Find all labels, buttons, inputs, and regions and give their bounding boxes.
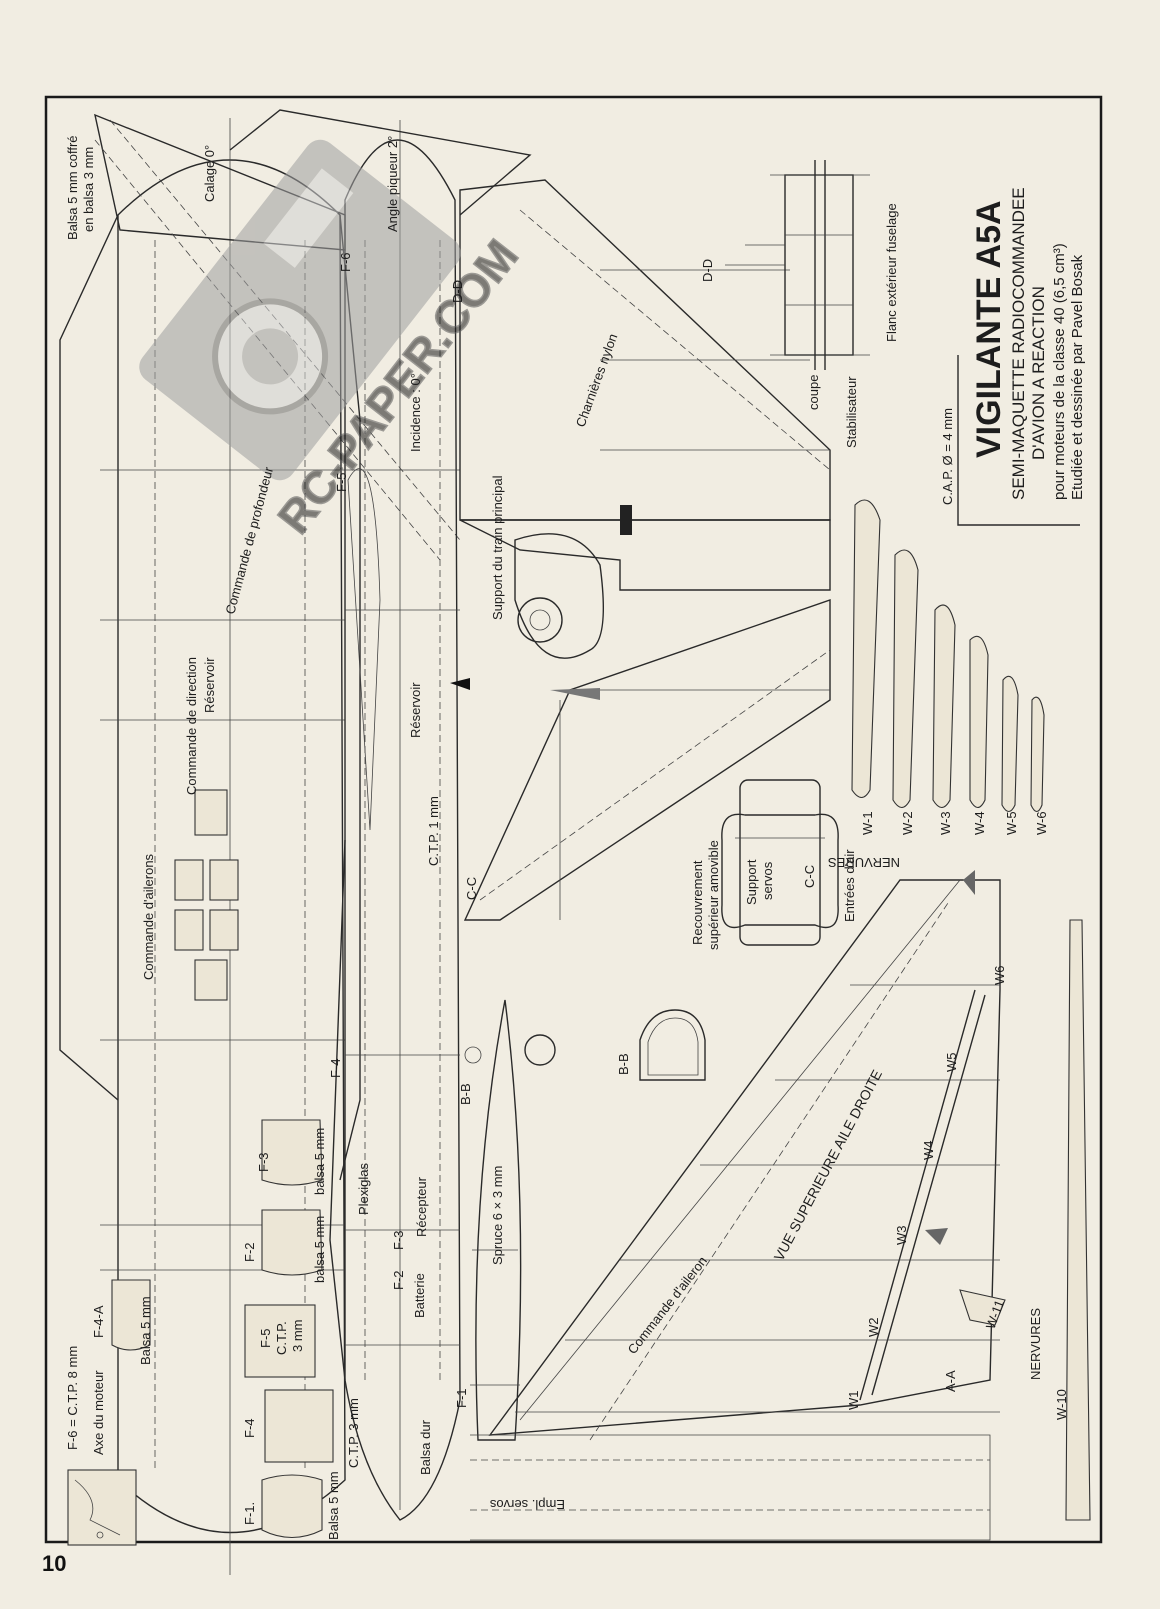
label-nervures-top: NERVURES: [828, 855, 900, 870]
label-f6-side: F-6: [338, 253, 353, 273]
wing-station-w2: W2: [866, 1318, 881, 1338]
formers-group: [67, 1119, 334, 1546]
right-wing-plan: [470, 870, 1001, 1541]
label-incidence: Incidence : 0°: [408, 373, 423, 452]
title-line-3: pour moteurs de la classe 40 (6,5 cm³): [1051, 243, 1068, 500]
label-f3-side: F-3: [391, 1231, 406, 1251]
label-reservoir-top: Réservoir: [202, 657, 217, 713]
title-line-2: D'AVION A REACTION: [1029, 286, 1048, 460]
label-recouvrement-2: supérieur amovible: [706, 840, 721, 950]
label-charnieres: Charnières nylon: [573, 332, 621, 429]
label-support-servos-2: servos: [760, 861, 775, 900]
title: VIGILANTE A5A: [970, 200, 1008, 458]
label-plexiglas: Plexiglas: [356, 1162, 371, 1215]
label-ctp3: C.T.P. 3 mm: [346, 1398, 361, 1468]
label-f1-side: F-1: [454, 1389, 469, 1409]
label-f3-former: F-3: [256, 1153, 271, 1173]
rib-label-w3: W-3: [938, 811, 953, 835]
label-balsa-dur: Balsa dur: [418, 1419, 433, 1475]
fuselage-side-view: [229, 109, 532, 1521]
label-axe-moteur: Axe du moteur: [91, 1370, 106, 1455]
rib-label-w10: W-10: [1054, 1389, 1069, 1420]
label-recouvrement: Recouvrement: [690, 860, 705, 945]
rib-label-w2: W-2: [900, 811, 915, 835]
page-number: 10: [42, 1551, 67, 1576]
title-line-4: Etudiée et dessinée par Pavel Bosak: [1069, 254, 1086, 500]
label-f4-former: F-4: [242, 1419, 257, 1439]
label-balsa5-b: balsa 5 mm: [312, 1128, 327, 1195]
label-f4a: F-4-A: [91, 1305, 106, 1338]
label-coupe: coupe: [806, 375, 821, 410]
rib-label-w4: W-4: [972, 811, 987, 835]
label-flanc: Flanc extérieur fuselage: [884, 203, 899, 342]
wing-root-plan: [463, 599, 831, 921]
label-f2-former: F-2: [242, 1243, 257, 1263]
watermark-logo: RC-PAPER.COM: [139, 139, 529, 544]
label-f5-former: F-5: [258, 1329, 273, 1349]
section-bb: [464, 999, 706, 1441]
label-f1-former: F-1.: [242, 1502, 257, 1525]
cap-note: C.A.P. Ø = 4 mm: [940, 408, 955, 505]
label-balsa5-d: Balsa 5 mm: [326, 1471, 341, 1540]
section-dd: [725, 160, 870, 370]
wing-station-w6: W6: [992, 966, 1007, 986]
label-bb-side: B-B: [458, 1083, 473, 1105]
label-f5-side: F-5: [334, 473, 349, 493]
label-commande-ailerons: Commande d'ailerons: [141, 853, 156, 980]
label-f6-ctp: F-6 = C.T.P. 8 mm: [65, 1346, 80, 1450]
ribs-group: [851, 499, 1045, 813]
wing-station-w5: W5: [944, 1053, 959, 1073]
rib-label-w5: W-5: [1004, 811, 1019, 835]
plan-border: [44, 95, 1103, 1544]
title-line-1: SEMI-MAQUETTE RADIOCOMMANDEE: [1009, 187, 1028, 500]
label-nervures-bottom: NERVURES: [1028, 1308, 1043, 1380]
wing-station-w3: W3: [894, 1226, 909, 1246]
label-entrees-air: Entrées d'air: [842, 849, 857, 922]
wing-station-w1: W1: [846, 1391, 861, 1411]
label-balsa5-c: balsa 5 mm: [312, 1216, 327, 1283]
label-angle-piqueur: Angle piqueur 2°: [385, 136, 400, 232]
label-commande-direction: Commande de direction: [184, 657, 199, 795]
wing-station-w4: W4: [921, 1141, 936, 1161]
label-cc-section: C-C: [802, 865, 817, 888]
stabilizer-plan: [459, 179, 831, 659]
title-block: VIGILANTE A5A SEMI-MAQUETTE RADIOCOMMAND…: [940, 187, 1086, 526]
label-f5-material: C.T.P.: [274, 1321, 289, 1355]
label-ctp1: C.T.P. 1 mm: [426, 796, 441, 866]
label-stabilisateur: Stabilisateur: [844, 376, 859, 448]
rib-label-w6: W-6: [1034, 811, 1049, 835]
label-support-servos: Support: [744, 859, 759, 905]
section-cc: [721, 779, 839, 946]
label-support-train: Support du train principal: [490, 475, 505, 620]
label-recepteur: Récepteur: [414, 1176, 429, 1237]
label-f4-side: F-4: [328, 1059, 343, 1079]
label-calage: Calage 0°: [202, 145, 217, 202]
rib-w10-w11: [959, 919, 1091, 1521]
label-dd-section: D-D: [700, 259, 715, 282]
label-bb-section: B-B: [616, 1053, 631, 1075]
label-commande-profondeur: Commande de profondeur: [222, 465, 276, 616]
label-f2-side: F-2: [391, 1271, 406, 1291]
label-batterie: Batterie: [412, 1273, 427, 1318]
label-balsa-coffre-2: en balsa 3 mm: [81, 147, 96, 232]
label-dd-side: D-D: [450, 280, 465, 303]
label-spruce: Spruce 6 × 3 mm: [490, 1166, 505, 1265]
label-f5-thickness: 3 mm: [290, 1320, 305, 1353]
label-empl-servos: Empl. servos: [489, 1497, 565, 1512]
label-reservoir-side: Réservoir: [408, 682, 423, 738]
label-commande-aileron: Commande d'aileron: [625, 1253, 710, 1356]
label-aa: A-A: [943, 1370, 958, 1392]
label-balsa5-a: Balsa 5 mm: [138, 1296, 153, 1365]
label-balsa-coffre: Balsa 5 mm coffré: [65, 135, 80, 240]
rib-label-w1: W-1: [860, 811, 875, 835]
label-cc-side: C-C: [464, 877, 479, 900]
